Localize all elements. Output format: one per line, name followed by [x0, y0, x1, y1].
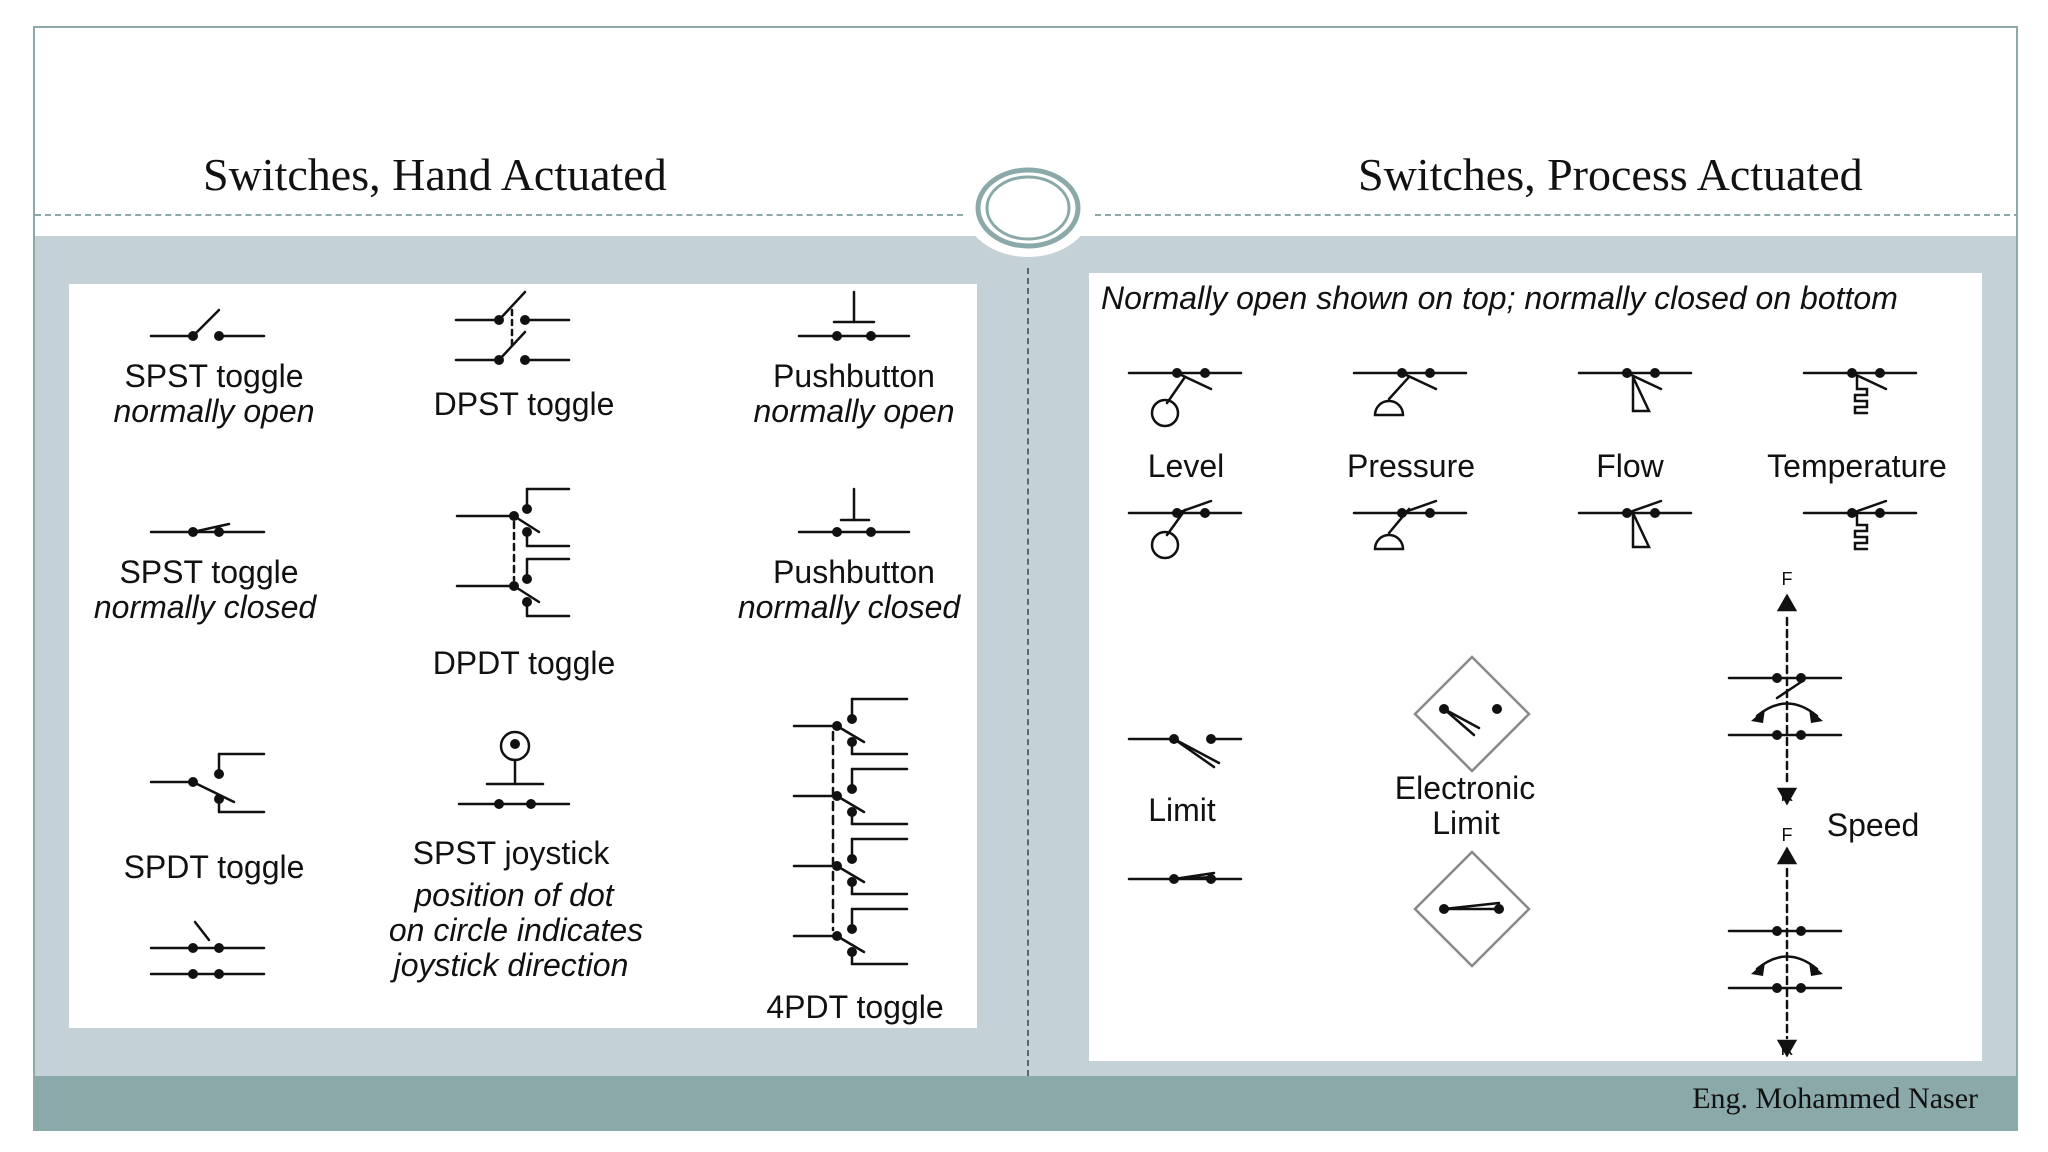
footer-band: [35, 1076, 2016, 1129]
process-note: Normally open shown on top; normally clo…: [1101, 280, 1898, 316]
label-flow: Flow: [1596, 448, 1664, 484]
label-joystick-sub1: position of dot: [413, 877, 614, 913]
dpdt-symbol: [455, 487, 571, 618]
footer-author: Eng. Mohammed Naser: [1692, 1082, 1978, 1115]
label-spst-no-sub: normally open: [114, 393, 315, 429]
label-pushbutton-no: Pushbutton: [773, 358, 935, 394]
pushbutton-nc-symbol: [797, 487, 911, 534]
label-speed-f-bottom: F: [1782, 825, 1793, 845]
label-temperature: Temperature: [1767, 448, 1947, 484]
hand-actuated-diagram: SPST toggle normally open DPST toggle Pu…: [94, 290, 962, 1025]
spst-nc-symbol: [149, 522, 266, 534]
label-limit: Limit: [1148, 792, 1216, 828]
label-joystick: SPST joystick: [413, 835, 611, 871]
label-spdt: SPDT toggle: [124, 849, 305, 885]
label-spst-no: SPST toggle: [124, 358, 303, 394]
divider-left: [35, 214, 973, 216]
spdt-center-symbol: [149, 920, 266, 976]
label-speed-r-top: R: [1781, 785, 1794, 805]
label-level: Level: [1148, 448, 1225, 484]
level-switch-symbol: [1127, 371, 1243, 560]
spst-no-symbol: [149, 308, 266, 338]
label-pushbutton-nc-sub: normally closed: [738, 589, 962, 625]
label-dpdt: DPDT toggle: [433, 645, 616, 681]
label-joystick-sub2: on circle indicates: [389, 912, 643, 948]
label-pressure: Pressure: [1347, 448, 1475, 484]
label-electronic-limit: Limit: [1432, 805, 1500, 841]
label-spst-nc-sub: normally closed: [94, 589, 318, 625]
ring-ornament-icon: [964, 159, 1092, 257]
process-actuated-diagram: Normally open shown on top; normally clo…: [1101, 280, 1947, 1059]
hand-actuated-panel: SPST toggle normally open DPST toggle Pu…: [69, 284, 977, 1028]
vertical-divider: [1027, 268, 1029, 1076]
label-speed-r-bottom: R: [1781, 1039, 1794, 1059]
dpst-symbol: [454, 290, 571, 362]
title-hand-actuated: Switches, Hand Actuated: [203, 149, 667, 200]
slide: Switches, Hand Actuated Switches, Proces…: [33, 26, 2018, 1131]
label-speed-f-top: F: [1782, 569, 1793, 589]
label-4pdt: 4PDT toggle: [766, 989, 943, 1025]
flow-switch-symbol: [1577, 371, 1693, 549]
joystick-symbol: [457, 730, 571, 806]
label-speed: Speed: [1827, 807, 1920, 843]
4pdt-symbol: [792, 697, 909, 966]
spdt-symbol: [149, 752, 266, 814]
temperature-switch-symbol: [1802, 371, 1918, 551]
label-spst-nc: SPST toggle: [119, 554, 298, 590]
process-actuated-panel: Normally open shown on top; normally clo…: [1089, 273, 1982, 1061]
label-joystick-sub3: joystick direction: [390, 947, 629, 983]
label-pushbutton-no-sub: normally open: [754, 393, 955, 429]
electronic-limit-symbol: [1413, 655, 1531, 968]
label-dpst: DPST toggle: [434, 386, 615, 422]
label-pushbutton-nc: Pushbutton: [773, 554, 935, 590]
label-electronic: Electronic: [1395, 770, 1536, 806]
pushbutton-no-symbol: [797, 290, 911, 338]
title-process-actuated: Switches, Process Actuated: [1358, 149, 1863, 200]
divider-right: [1095, 214, 2016, 216]
